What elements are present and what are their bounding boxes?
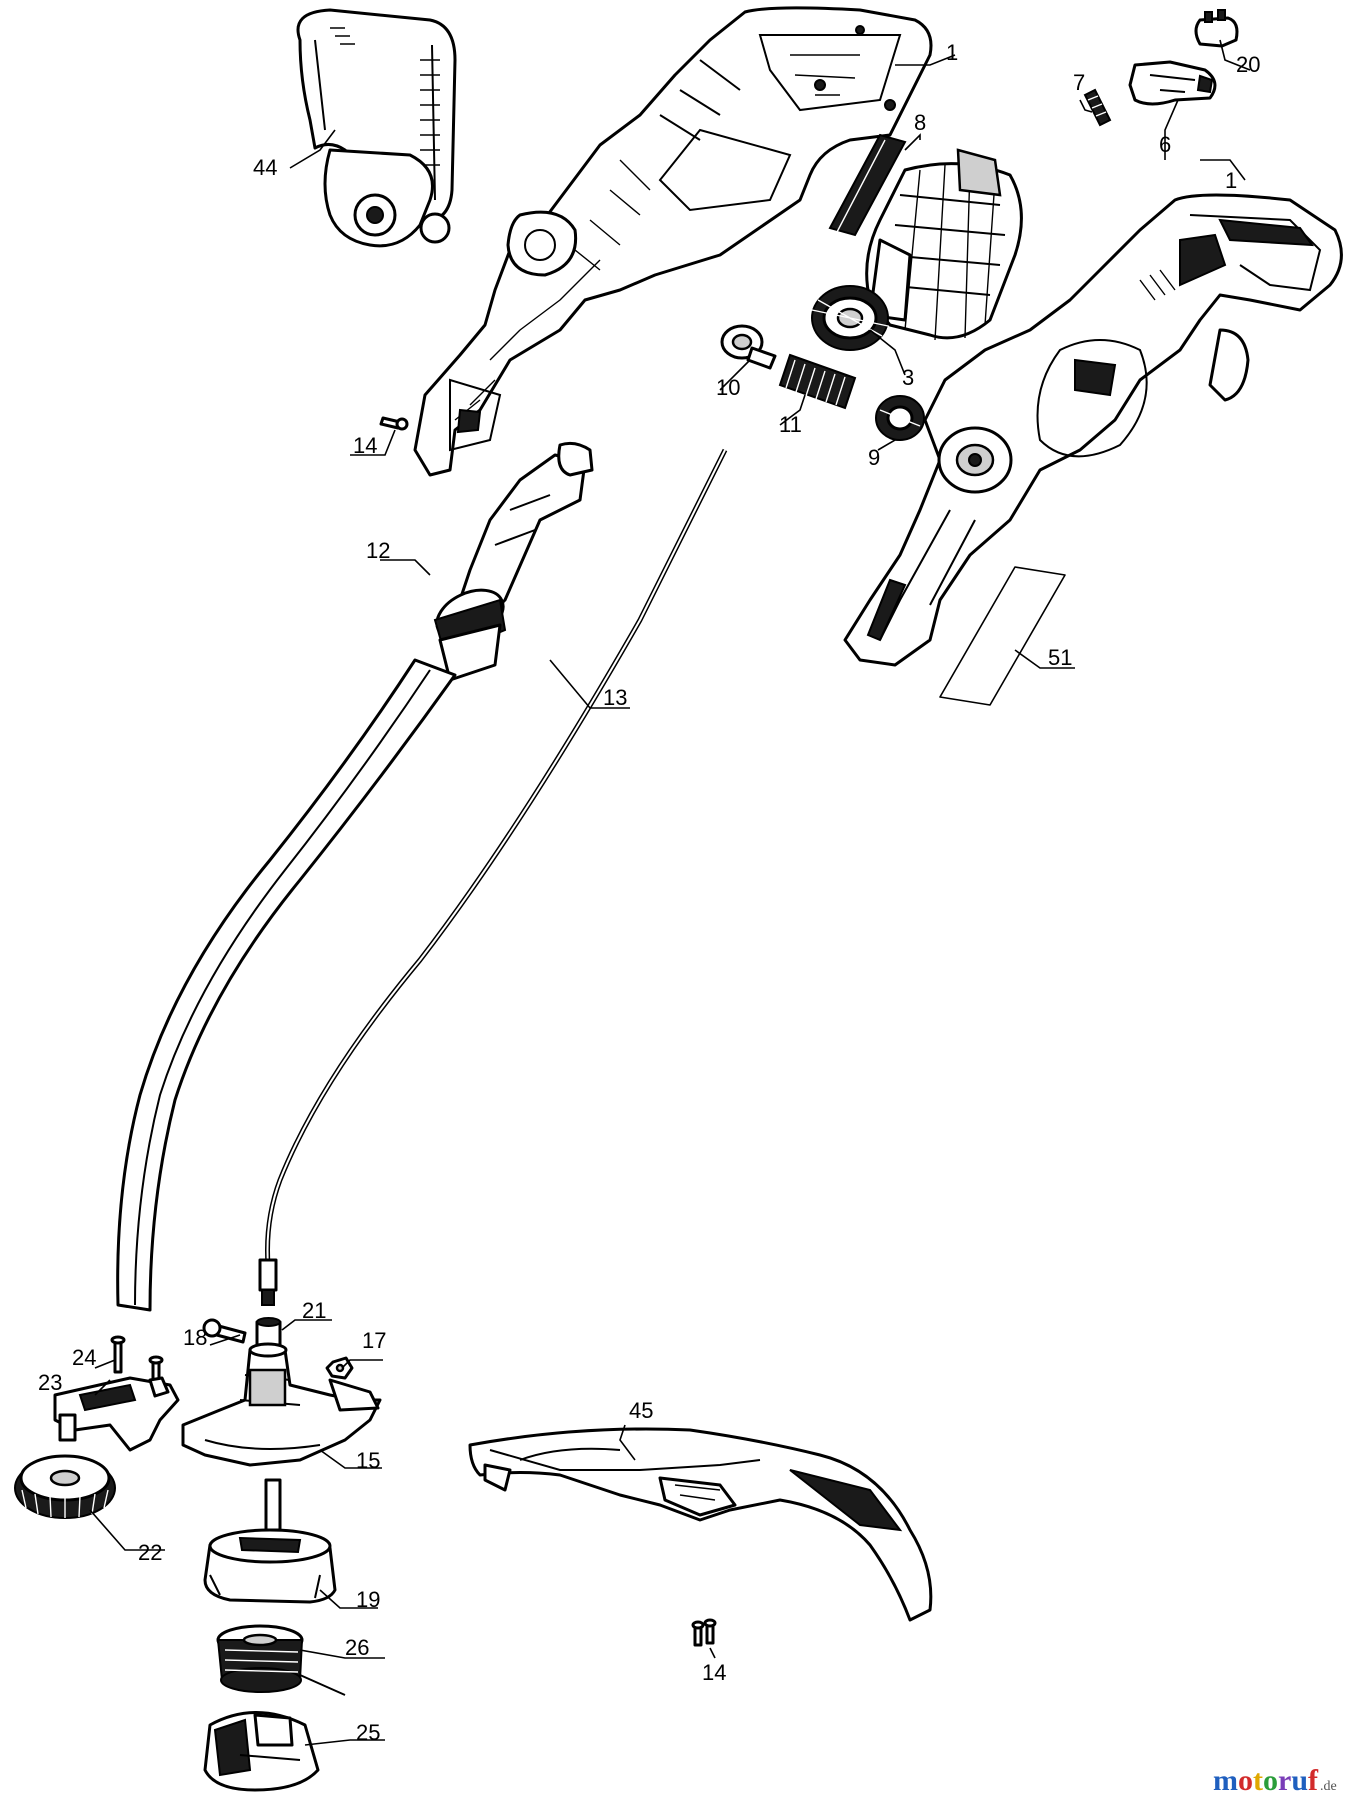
- label-14-lower: 14: [702, 1660, 726, 1685]
- label-1-right-housing: 1: [1225, 168, 1237, 193]
- part-15-gear-housing: [181, 1342, 382, 1467]
- watermark-suffix: .de: [1320, 1779, 1337, 1794]
- part-1-left-housing: [413, 6, 933, 477]
- label-3: 3: [902, 365, 914, 390]
- label-14-upper: 14: [353, 433, 377, 458]
- label-1-left-housing: 1: [946, 40, 958, 65]
- part-19-spool-housing: [203, 1478, 337, 1604]
- label-45: 45: [629, 1398, 653, 1423]
- label-6: 6: [1159, 132, 1171, 157]
- label-11: 11: [779, 412, 802, 437]
- motor-assembly: [865, 148, 1023, 341]
- part-21-sleeve: [255, 1317, 282, 1347]
- watermark-brand: motoruf: [1213, 1764, 1319, 1797]
- part-18-bolt: [202, 1318, 247, 1344]
- part-20-switch: [1194, 9, 1239, 48]
- label-18: 18: [183, 1325, 207, 1350]
- label-9: 9: [868, 445, 880, 470]
- part-25-spool-cap: [203, 1711, 320, 1792]
- part-6-switch-lever: [1128, 60, 1217, 106]
- label-22: 22: [138, 1540, 162, 1565]
- label-21: 21: [302, 1298, 326, 1323]
- leader-lines: [89, 39, 1251, 1746]
- part-11-spring: [778, 353, 857, 410]
- part-44-auxiliary-handle: [296, 8, 457, 248]
- main-shaft-tube: [116, 658, 457, 1312]
- part-12-shaft-coupling: [433, 441, 594, 682]
- label-23: 23: [38, 1370, 62, 1395]
- label-12: 12: [366, 538, 390, 563]
- part-7-small-spring: [1083, 88, 1112, 127]
- label-17: 17: [362, 1328, 386, 1353]
- label-19: 19: [356, 1587, 380, 1612]
- label-24: 24: [72, 1345, 96, 1370]
- part-8-rod: [828, 133, 907, 237]
- label-7: 7: [1073, 70, 1085, 95]
- label-25: 25: [356, 1720, 380, 1745]
- part-26-line-spool: [216, 1624, 346, 1696]
- part-14-screw-upper: [379, 416, 409, 431]
- label-15: 15: [356, 1448, 380, 1473]
- label-51: 51: [1048, 645, 1072, 670]
- watermark-logo: motoruf .de: [1213, 1764, 1337, 1797]
- part-number-labels: 1 1 3 6 7 8 9 10 11 12 13 14 14 15 17 18…: [38, 40, 1260, 1745]
- part-45-guard: [468, 1427, 933, 1622]
- part-13-drive-cable: [258, 448, 728, 1306]
- label-20: 20: [1236, 52, 1260, 77]
- part-23-bracket: [53, 1376, 180, 1452]
- label-26: 26: [345, 1635, 369, 1660]
- part-51-label: [939, 566, 1066, 706]
- label-13: 13: [603, 685, 627, 710]
- part-14-screws-lower: [691, 1618, 717, 1647]
- part-1-right-housing: [843, 193, 1343, 667]
- part-9-pinion: [875, 395, 925, 441]
- label-10: 10: [716, 375, 740, 400]
- part-10-bushing: [720, 324, 777, 370]
- label-44: 44: [253, 155, 277, 180]
- part-22-knob: [14, 1454, 116, 1519]
- label-8: 8: [914, 110, 926, 135]
- part-3-gear: [811, 285, 889, 351]
